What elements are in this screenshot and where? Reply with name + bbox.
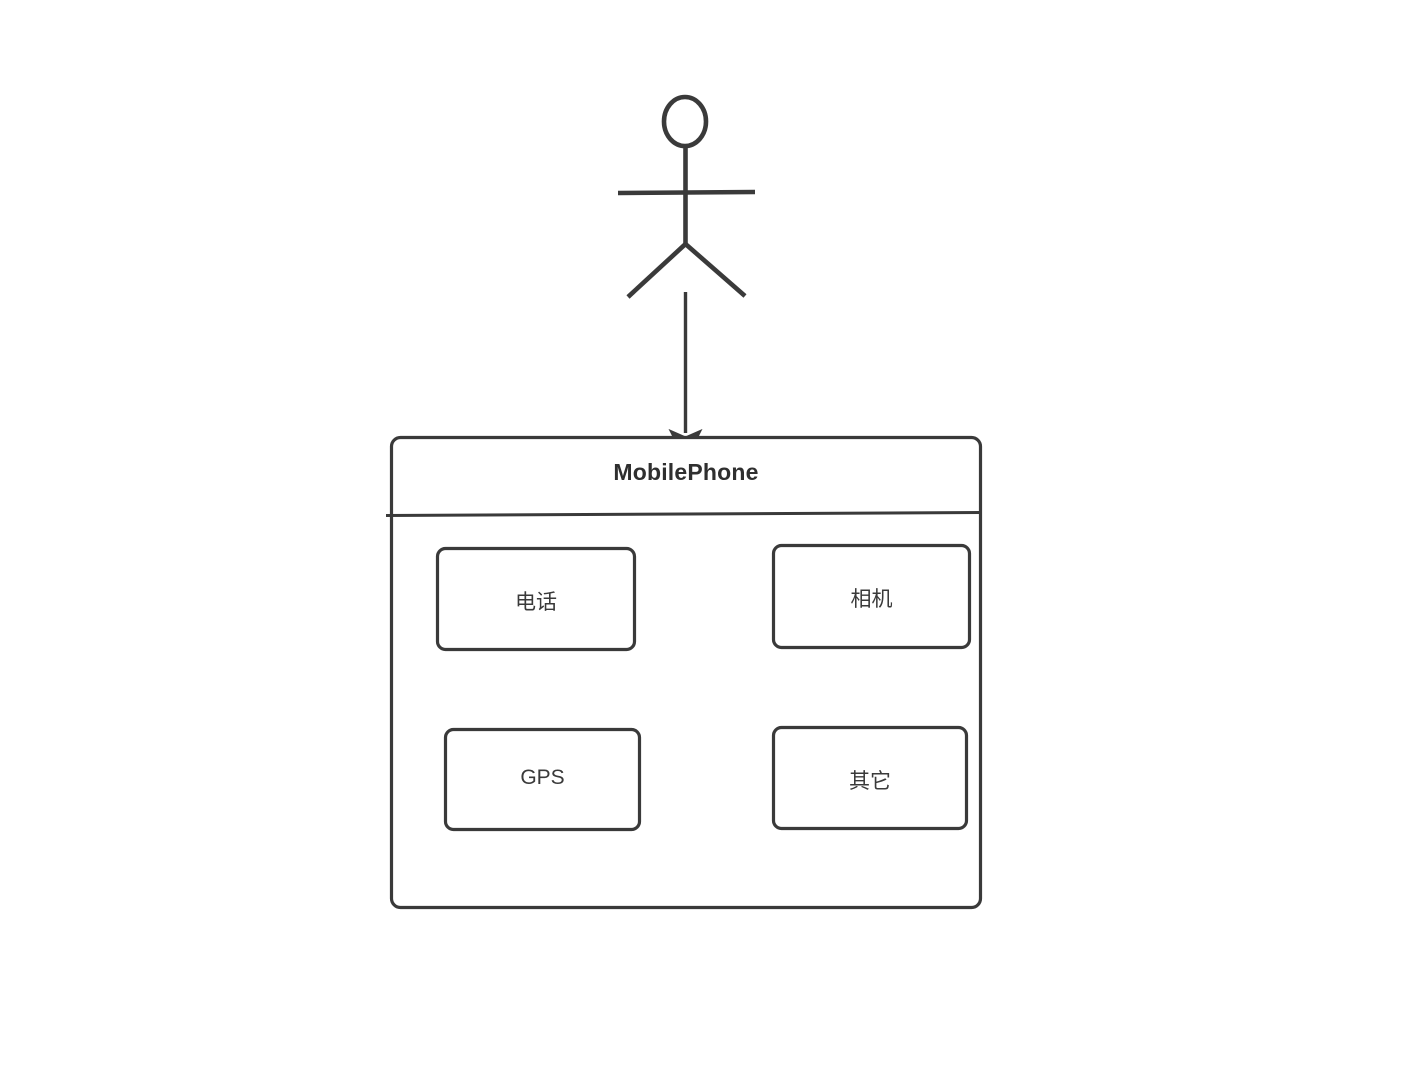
actor-left-leg-line (626, 242, 688, 299)
actor-arms-line (617, 189, 756, 196)
usecase-box-camera[interactable] (771, 543, 972, 650)
usecase-box-other[interactable] (771, 725, 969, 831)
actor-head-icon (661, 94, 709, 149)
usecase-label-camera: 相机 (850, 588, 893, 611)
component-container[interactable] (389, 435, 983, 910)
usecase-label-other: 其它 (849, 770, 891, 793)
component-title: MobilePhone (613, 459, 759, 485)
actor-right-leg-line (683, 242, 747, 298)
usecase-label-gps: GPS (520, 766, 565, 789)
actor-figure[interactable] (617, 94, 756, 299)
usecase-box-phone[interactable] (435, 546, 637, 652)
usecase-label-phone: 电话 (515, 591, 557, 614)
usecase-box-gps[interactable] (443, 727, 642, 832)
component-title-divider (385, 511, 982, 517)
